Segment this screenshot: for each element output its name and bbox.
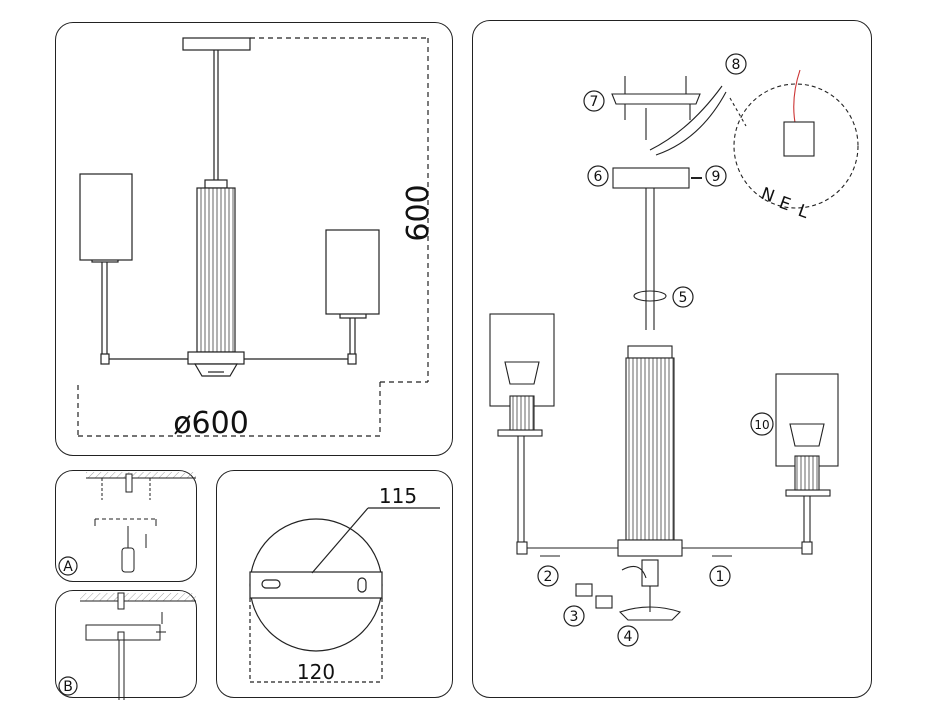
step-b-drawing — [80, 592, 196, 700]
callout-badges — [537, 53, 774, 647]
step-b-panel — [55, 590, 197, 698]
callout-badge-9 — [705, 165, 727, 187]
callout-badge-5 — [672, 286, 694, 308]
callout-badge-10 — [750, 412, 774, 436]
dimension-lines — [77, 37, 429, 437]
step-b-label: B — [63, 679, 73, 695]
plate-bottom-label: 120 — [297, 660, 335, 684]
callout-9: 9 — [712, 169, 721, 185]
callout-6: 6 — [594, 169, 603, 185]
callout-4: 4 — [624, 629, 633, 645]
callout-7: 7 — [590, 94, 599, 110]
callout-badge-8 — [725, 53, 747, 75]
callout-3: 3 — [570, 609, 579, 625]
callout-labels: 1 2 3 4 5 6 7 8 9 10 — [544, 57, 770, 645]
diameter-dimension-label: ø600 — [173, 406, 249, 441]
step-a-badge — [58, 556, 78, 576]
callout-10: 10 — [754, 418, 769, 432]
callout-badge-3 — [563, 605, 585, 627]
callout-8: 8 — [732, 57, 741, 73]
wire-live-label: L — [795, 201, 811, 223]
chandelier-front-view — [79, 37, 380, 377]
step-a-label: A — [63, 559, 73, 575]
mount-plate-drawing — [249, 507, 440, 683]
step-a-drawing — [86, 472, 196, 573]
wire-earth-label: E — [776, 193, 793, 215]
plate-width-label: 115 — [379, 484, 417, 508]
callout-badge-6 — [587, 165, 609, 187]
height-dimension-label: 600 — [401, 184, 436, 241]
callout-2: 2 — [544, 569, 553, 585]
callout-badge-2 — [537, 565, 559, 587]
callout-badge-4 — [617, 625, 639, 647]
callout-badge-1 — [709, 565, 731, 587]
callout-1: 1 — [716, 569, 725, 585]
callout-badge-7 — [583, 90, 605, 112]
step-b-badge — [58, 676, 78, 696]
callout-5: 5 — [679, 290, 688, 306]
assembly-drawing — [489, 69, 859, 621]
